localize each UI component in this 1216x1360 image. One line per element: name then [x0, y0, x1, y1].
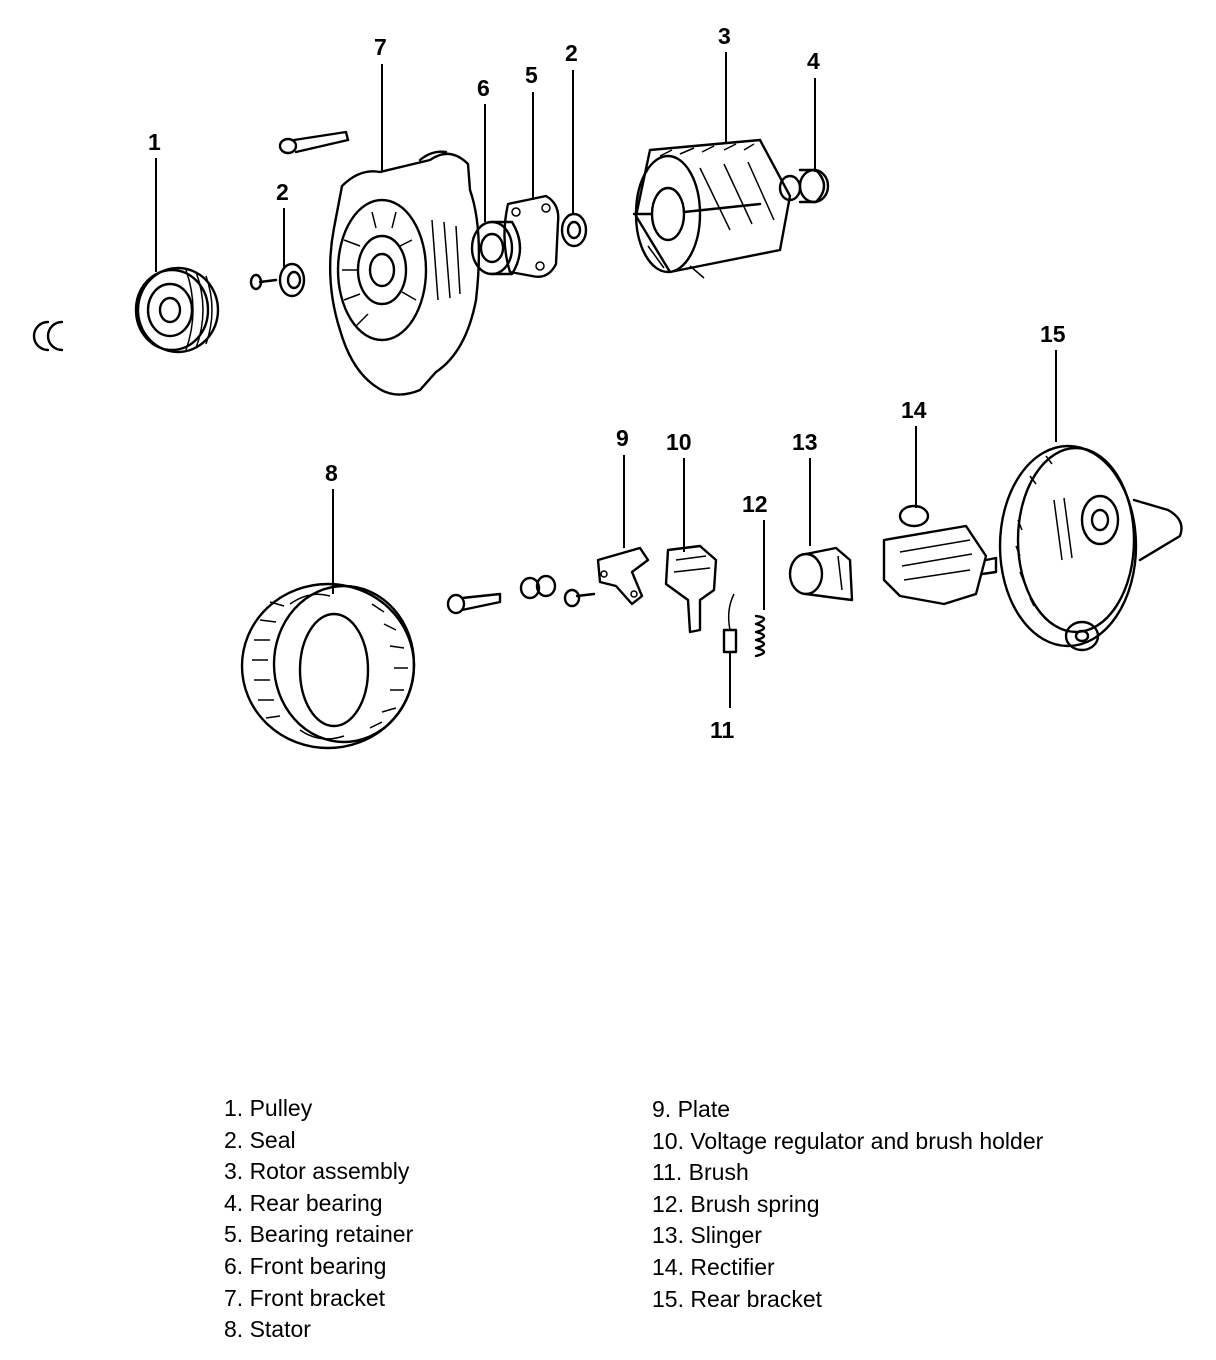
legend-item-5: 5. Bearing retainer — [224, 1221, 414, 1248]
callout-13: 13 — [792, 429, 818, 455]
screw-icon — [249, 273, 278, 291]
callout-11: 11 — [710, 717, 735, 743]
rear-bracket-icon — [998, 444, 1183, 652]
through-bolt-icon — [278, 130, 350, 155]
legend-item-10: 10. Voltage regulator and brush holder — [652, 1127, 1044, 1154]
legend-item-1: 1. Pulley — [224, 1095, 313, 1121]
callout-2a: 2 — [276, 179, 289, 205]
brush-spring-icon — [754, 614, 766, 658]
legend-item-6: 6. Front bearing — [224, 1252, 387, 1279]
legend-item-12: 12. Brush spring — [652, 1190, 820, 1217]
callout-15: 15 — [1040, 321, 1066, 347]
legend-item-4: 4. Rear bearing — [224, 1189, 383, 1216]
rear-bearing-icon — [778, 168, 830, 204]
callout-10: 10 — [666, 429, 692, 455]
slinger-icon — [788, 546, 854, 602]
callout-3: 3 — [718, 23, 731, 49]
seal-rear-icon — [560, 212, 588, 248]
bolt-icon — [446, 592, 502, 615]
legend-left: 1. Pulley 2. Seal 3. Rotor assembly 4. R… — [224, 1093, 413, 1346]
callout-14: 14 — [901, 397, 927, 423]
legend-right: 9. Plate 10. Voltage regulator and brush… — [652, 1094, 1043, 1315]
brush-icon — [722, 593, 738, 654]
snap-ring-icon — [32, 320, 64, 352]
callout-2b: 2 — [565, 40, 578, 66]
legend-item-2: 2. Seal — [224, 1126, 296, 1153]
rotor-assembly-icon — [632, 138, 792, 279]
exploded-parts-diagram: 1 2 2 3 4 5 6 7 8 9 10 11 12 13 14 15 — [32, 23, 1183, 750]
small-screw-icon — [563, 588, 596, 608]
callout-9: 9 — [616, 425, 629, 451]
plate-icon — [596, 546, 650, 606]
callout-12: 12 — [742, 491, 768, 517]
rectifier-icon — [882, 504, 998, 606]
legend-item-14: 14. Rectifier — [652, 1253, 775, 1280]
legend-item-11: 11. Brush — [652, 1159, 749, 1186]
callout-5: 5 — [525, 62, 538, 88]
leader-lines — [155, 52, 1057, 708]
voltage-regulator-icon — [664, 544, 718, 634]
legend-item-8: 8. Stator — [224, 1316, 311, 1343]
callout-1: 1 — [148, 129, 161, 155]
legend-item-13: 13. Slinger — [652, 1222, 762, 1249]
callout-6: 6 — [477, 75, 490, 101]
legend-item-3: 3. Rotor assembly — [224, 1158, 410, 1185]
legend-item-9: 9. Plate — [652, 1096, 730, 1122]
callout-7: 7 — [374, 34, 387, 60]
legend-item-7: 7. Front bracket — [224, 1284, 386, 1311]
front-bracket-icon — [328, 150, 481, 396]
seal-front-icon — [278, 262, 306, 298]
nut-icon — [519, 574, 557, 600]
callout-8: 8 — [325, 460, 338, 486]
callout-4: 4 — [807, 48, 820, 74]
pulley-icon — [134, 266, 220, 354]
stator-icon — [240, 582, 416, 750]
front-bearing-icon — [470, 220, 522, 276]
legend-item-15: 15. Rear bracket — [652, 1285, 823, 1312]
bearing-retainer-icon — [503, 194, 560, 278]
